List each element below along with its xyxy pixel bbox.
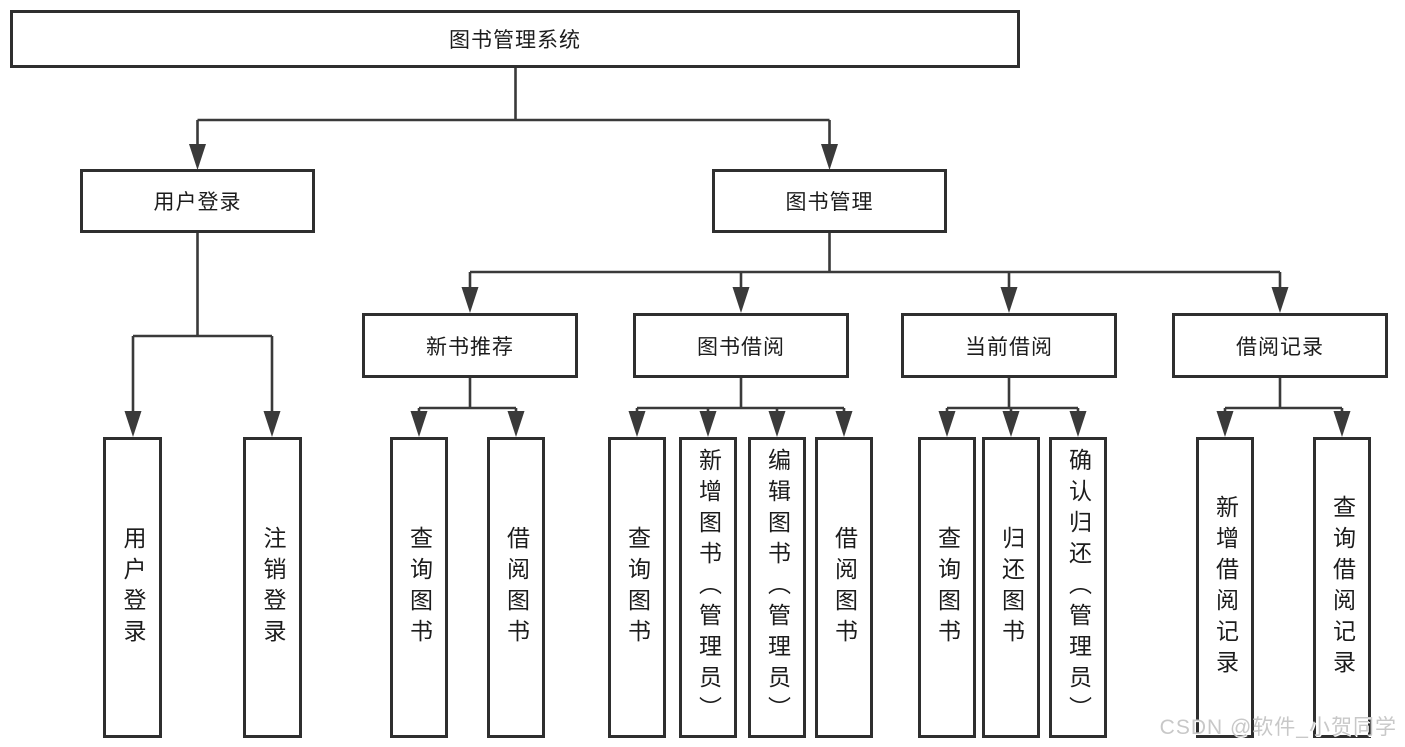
leaf-query-borrow-record: 查询借阅记录 (1313, 437, 1371, 738)
leaf-edit-book-admin-label: 编辑图书（管理员） (764, 448, 791, 727)
arrow-leaf-edit-book (768, 411, 786, 437)
arrow-book-management (821, 144, 838, 170)
arrow-leaf-logout (263, 411, 281, 437)
leaf-confirm-return-admin: 确认归还（管理员） (1049, 437, 1107, 738)
arrow-new-book-recommend (461, 287, 479, 313)
leaf-query-books-2-label: 查询图书 (624, 525, 651, 650)
node-current-borrow: 当前借阅 (901, 313, 1117, 378)
arrow-user-login (189, 144, 206, 170)
leaf-query-books-3-label: 查询图书 (934, 525, 961, 650)
arrow-leaf-borrow-books-2 (835, 411, 853, 437)
arrow-leaf-add-borrow-record (1216, 411, 1234, 437)
arrow-book-borrow (732, 287, 750, 313)
leaf-query-books-1: 查询图书 (390, 437, 448, 738)
leaf-query-books-1-label: 查询图书 (406, 525, 433, 650)
arrow-leaf-query-books-3 (938, 411, 956, 437)
node-book-management-label: 图书管理 (785, 191, 874, 214)
arrow-leaf-query-books-1 (410, 411, 428, 437)
leaf-borrow-books-2-label: 借阅图书 (831, 525, 858, 650)
edge-new-book-recommend-children (417, 378, 518, 416)
node-system-root: 图书管理系统 (10, 10, 1020, 68)
csdn-watermark: CSDN @软件_小贺同学 (1159, 716, 1397, 739)
leaf-add-book-admin: 新增图书（管理员） (679, 437, 737, 738)
leaf-confirm-return-admin-label: 确认归还（管理员） (1065, 448, 1092, 727)
arrow-leaf-confirm-return (1069, 411, 1087, 437)
node-user-login-label: 用户登录 (153, 191, 242, 214)
leaf-borrow-books-1-label: 借阅图书 (503, 525, 530, 650)
edge-user-login-children (131, 233, 274, 414)
node-book-management: 图书管理 (712, 169, 947, 233)
leaf-borrow-books-2: 借阅图书 (815, 437, 873, 738)
edge-current-borrow-children (945, 378, 1080, 416)
arrow-leaf-borrow-books-1 (507, 411, 525, 437)
arrow-leaf-query-borrow-record (1333, 411, 1351, 437)
arrow-leaf-user-login (124, 411, 142, 437)
edge-book-management-children (468, 233, 1282, 292)
node-borrow-records: 借阅记录 (1172, 313, 1388, 378)
leaf-logout: 注销登录 (243, 437, 302, 738)
node-borrow-records-label: 借阅记录 (1236, 335, 1324, 359)
node-system-root-label: 图书管理系统 (449, 29, 581, 52)
node-book-borrow: 图书借阅 (633, 313, 849, 378)
leaf-return-book: 归还图书 (982, 437, 1040, 738)
leaf-add-borrow-record: 新增借阅记录 (1196, 437, 1254, 738)
arrow-current-borrow (1000, 287, 1018, 313)
leaf-query-books-3: 查询图书 (918, 437, 976, 738)
leaf-borrow-books-1: 借阅图书 (487, 437, 545, 738)
leaf-add-book-admin-label: 新增图书（管理员） (695, 448, 722, 727)
arrow-borrow-records (1271, 287, 1289, 313)
leaf-query-borrow-record-label: 查询借阅记录 (1329, 494, 1356, 681)
node-user-login: 用户登录 (80, 169, 315, 233)
edge-root-to-level2 (196, 68, 831, 148)
leaf-user-login: 用户登录 (103, 437, 162, 738)
node-current-borrow-label: 当前借阅 (965, 335, 1053, 359)
arrow-leaf-add-book (699, 411, 717, 437)
edge-borrow-records-children (1223, 378, 1344, 416)
leaf-return-book-label: 归还图书 (998, 525, 1025, 650)
leaf-edit-book-admin: 编辑图书（管理员） (748, 437, 806, 738)
node-new-book-recommend: 新书推荐 (362, 313, 578, 378)
node-book-borrow-label: 图书借阅 (697, 335, 785, 359)
leaf-logout-label: 注销登录 (260, 525, 286, 650)
leaf-query-books-2: 查询图书 (608, 437, 666, 738)
arrow-leaf-return-book (1002, 411, 1020, 437)
arrow-leaf-query-books-2 (628, 411, 646, 437)
edge-book-borrow-children (635, 378, 846, 416)
node-new-book-recommend-label: 新书推荐 (426, 335, 514, 359)
leaf-user-login-label: 用户登录 (120, 525, 146, 650)
leaf-add-borrow-record-label: 新增借阅记录 (1212, 494, 1239, 681)
